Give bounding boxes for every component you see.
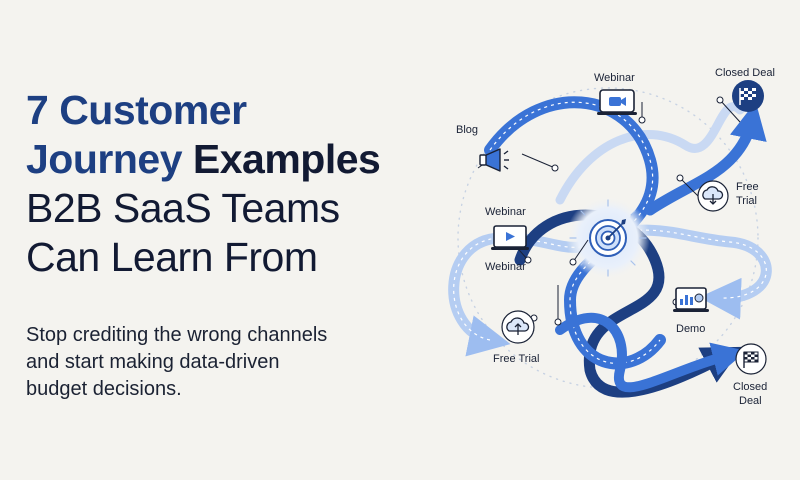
- cloud-download-icon-right: [697, 180, 729, 212]
- journey-path-mid-bottom: [555, 312, 747, 393]
- subheadline-line-3: budget decisions.: [26, 378, 182, 400]
- label-closed-deal-top: Closed Deal: [715, 67, 775, 79]
- label-blog: Blog: [456, 124, 478, 136]
- center-sun-rays: [569, 199, 647, 277]
- journey-path-light-top: [555, 102, 745, 205]
- label-webinar-top: Webinar: [594, 72, 635, 84]
- headline-journey: Journey: [26, 136, 193, 182]
- headline-line-4: Can Learn From: [26, 234, 318, 280]
- dashboard-chart-icon: [673, 287, 709, 312]
- label-webinar-left-2: Webinar: [485, 261, 526, 273]
- customer-journey-diagram: Webinar Blog Closed Deal Free Trial Webi…: [448, 67, 775, 407]
- label-free-trial-bottom: Free Trial: [493, 353, 539, 365]
- video-camera-icon: [597, 89, 637, 115]
- headline-line-3: B2B SaaS Teams: [26, 185, 340, 231]
- headline-number: 7: [26, 87, 60, 133]
- checkered-flag-icon: [732, 80, 764, 112]
- headline-examples: Examples: [192, 136, 381, 182]
- label-demo: Demo: [676, 323, 705, 335]
- label-free-trial-right-1: Free: [736, 181, 759, 193]
- headline: 7 Customer Journey Examples B2B SaaS Tea…: [26, 86, 381, 282]
- label-closed-deal-bottom-2: Deal: [739, 395, 762, 407]
- journey-path-mid-closed: [644, 101, 767, 216]
- label-free-trial-right-2: Trial: [736, 195, 757, 207]
- headline-customer: Customer: [59, 87, 247, 133]
- cloud-upload-icon-bottom: [501, 310, 535, 344]
- video-player-icon: [491, 225, 529, 250]
- headline-line-1: 7 Customer: [26, 86, 380, 135]
- label-webinar-left-1: Webinar: [485, 206, 526, 218]
- subheadline-line-1: Stop crediting the wrong channels: [26, 324, 328, 346]
- checkered-flag-icon-bottom: [735, 343, 767, 375]
- label-closed-deal-bottom-1: Closed: [733, 381, 767, 393]
- journey-path-light-right-dash: [604, 229, 767, 299]
- megaphone-icon: [479, 148, 509, 172]
- headline-line-2: Journey Examples: [26, 135, 381, 184]
- dotted-ring: [457, 87, 759, 389]
- target-icon: [589, 219, 627, 257]
- subheadline-line-2: and start making data-driven: [26, 351, 280, 373]
- subheadline: Stop crediting the wrong channels and st…: [26, 322, 327, 403]
